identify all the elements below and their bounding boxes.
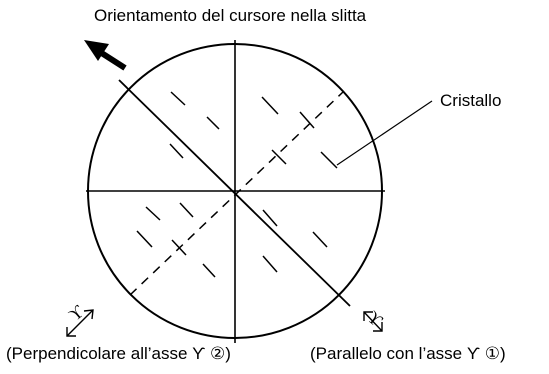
parallel-double-arrow-icon — [363, 311, 383, 332]
perpendicular-double-arrow-icon — [66, 309, 94, 337]
diagonal-dashed-line — [129, 91, 344, 296]
diagonal-solid-line — [118, 79, 351, 307]
diagram-title: Orientamento del cursore nella slitta — [94, 6, 367, 25]
crystal-leader-line — [336, 100, 433, 166]
direction-arrow-shaft — [98, 49, 127, 71]
gamma-symbol-left: ϒ — [65, 301, 89, 325]
parallel-label: (Parallelo con l’asse ϒ ①) — [310, 344, 506, 363]
gamma-symbol-right: ϒ — [363, 307, 387, 331]
crystal-marks — [136, 91, 338, 278]
direction-arrow-icon — [84, 40, 109, 61]
crystal-label: Cristallo — [440, 91, 502, 110]
perpendicular-label: (Perpendicolare all’asse ϒ ②) — [6, 344, 231, 363]
